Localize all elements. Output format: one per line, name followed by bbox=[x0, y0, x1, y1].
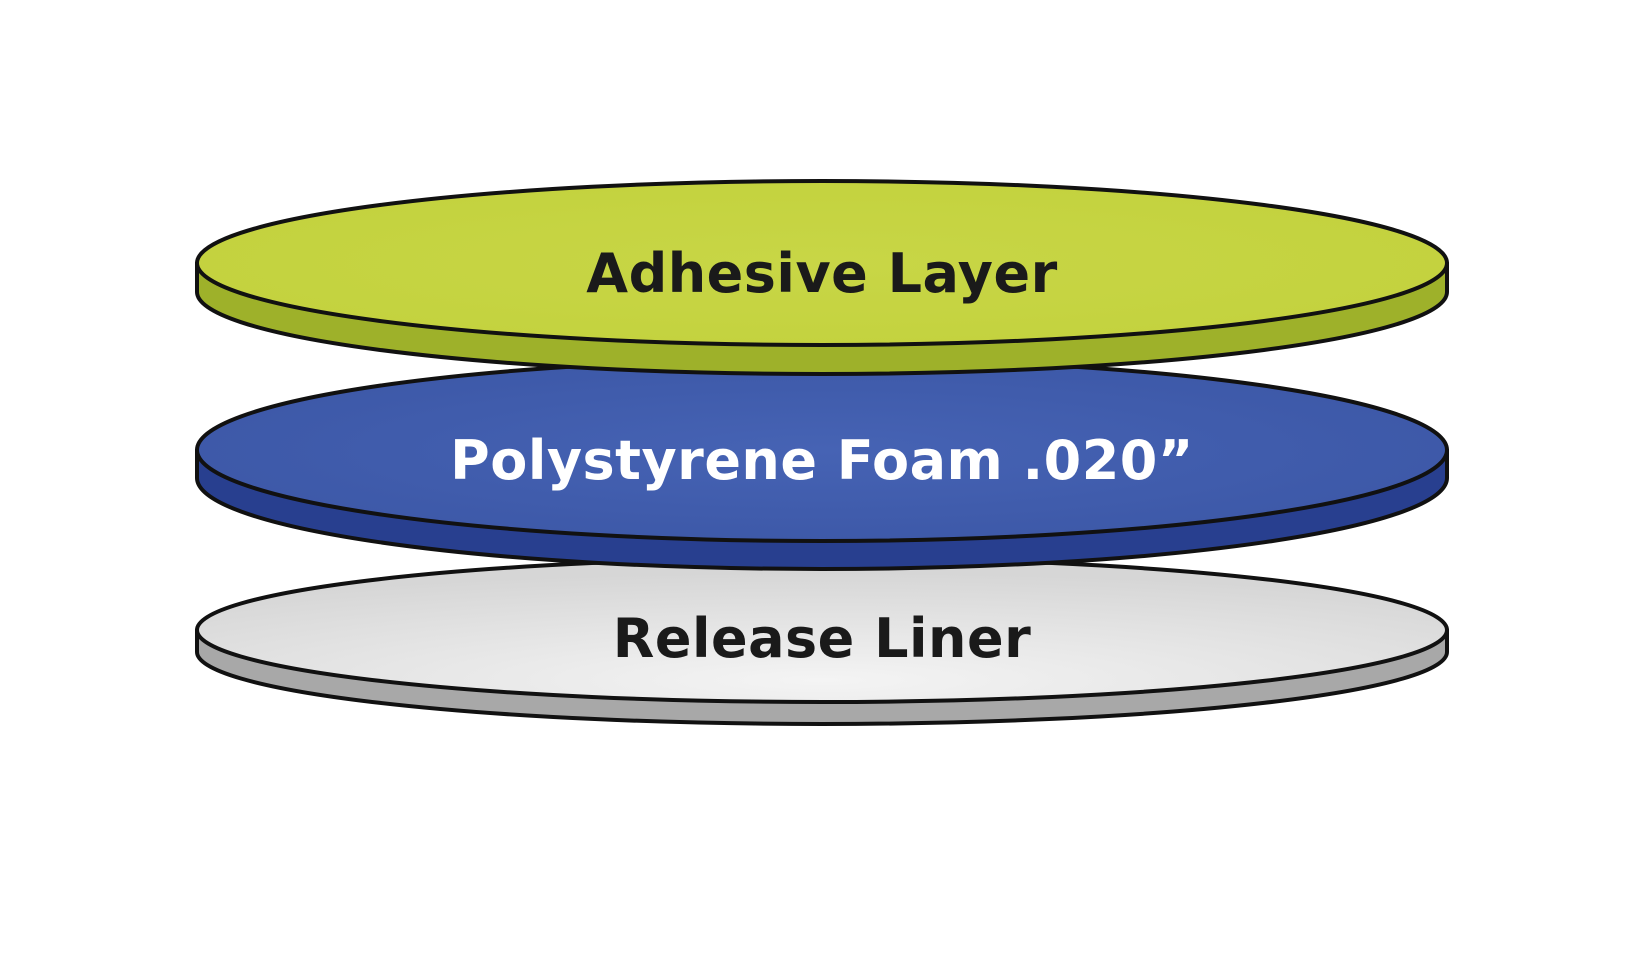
polystyrene-foam-label: Polystyrene Foam .020” bbox=[450, 429, 1194, 492]
adhesive-layer-label: Adhesive Layer bbox=[586, 242, 1057, 305]
release-liner-label: Release Liner bbox=[613, 607, 1031, 670]
release-liner-layer: Release Liner bbox=[195, 556, 1449, 726]
adhesive-layer-top bbox=[195, 179, 1449, 347]
adhesive-layer: Adhesive Layer bbox=[195, 179, 1449, 376]
polystyrene-foam-layer: Polystyrene Foam .020” bbox=[195, 357, 1449, 571]
